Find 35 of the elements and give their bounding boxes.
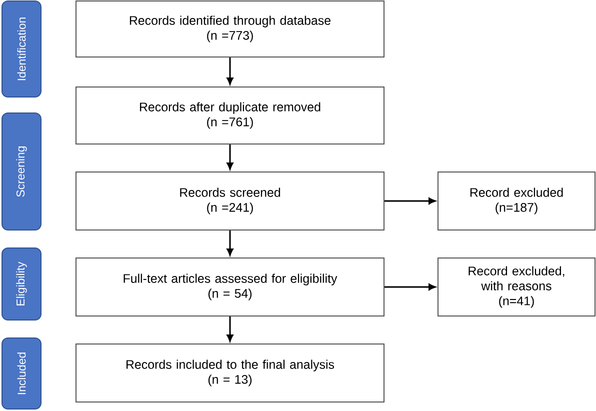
process-box: [438, 172, 596, 230]
box-text: Records included to the final analysis: [126, 360, 334, 372]
process-box: [76, 172, 384, 230]
box-text: Record excluded: [470, 188, 563, 197]
box-text: (n = 54): [208, 288, 252, 300]
process-box: [76, 0, 384, 58]
arrow: [226, 230, 234, 256]
box-text: Records after duplicate removed: [140, 102, 320, 114]
box-text: Record excluded, with reasons: [468, 266, 564, 290]
stage-tab: [2, 248, 42, 320]
box-text: Full-text articles assessed for eligibility: [124, 274, 338, 286]
stage-tab: [2, 112, 42, 230]
box-text: Records screened: [180, 188, 280, 197]
box-text: Records identified through database: [130, 16, 330, 28]
box-text: (n=187): [496, 202, 538, 214]
stage-label: Screening: [16, 146, 27, 197]
arrow: [384, 198, 436, 204]
box-text: (n=41): [499, 296, 534, 308]
stage-tab: [2, 338, 42, 410]
arrow: [226, 316, 234, 342]
arrow: [226, 58, 234, 85]
arrow: [384, 284, 436, 290]
process-box: [76, 344, 384, 402]
stage-label: Eligibility: [16, 262, 27, 306]
stage-label: Included: [17, 352, 26, 394]
box-text: (n =773): [207, 30, 253, 42]
process-box: [438, 258, 596, 316]
box-text: (n =241): [207, 202, 253, 214]
process-box: [76, 86, 384, 144]
box-text: (n =761): [207, 117, 253, 129]
stage-label: Identification: [17, 18, 26, 80]
stage-tab: [2, 0, 42, 98]
box-text: (n = 13): [208, 374, 252, 386]
process-box: [76, 258, 384, 316]
arrow: [226, 144, 234, 170]
